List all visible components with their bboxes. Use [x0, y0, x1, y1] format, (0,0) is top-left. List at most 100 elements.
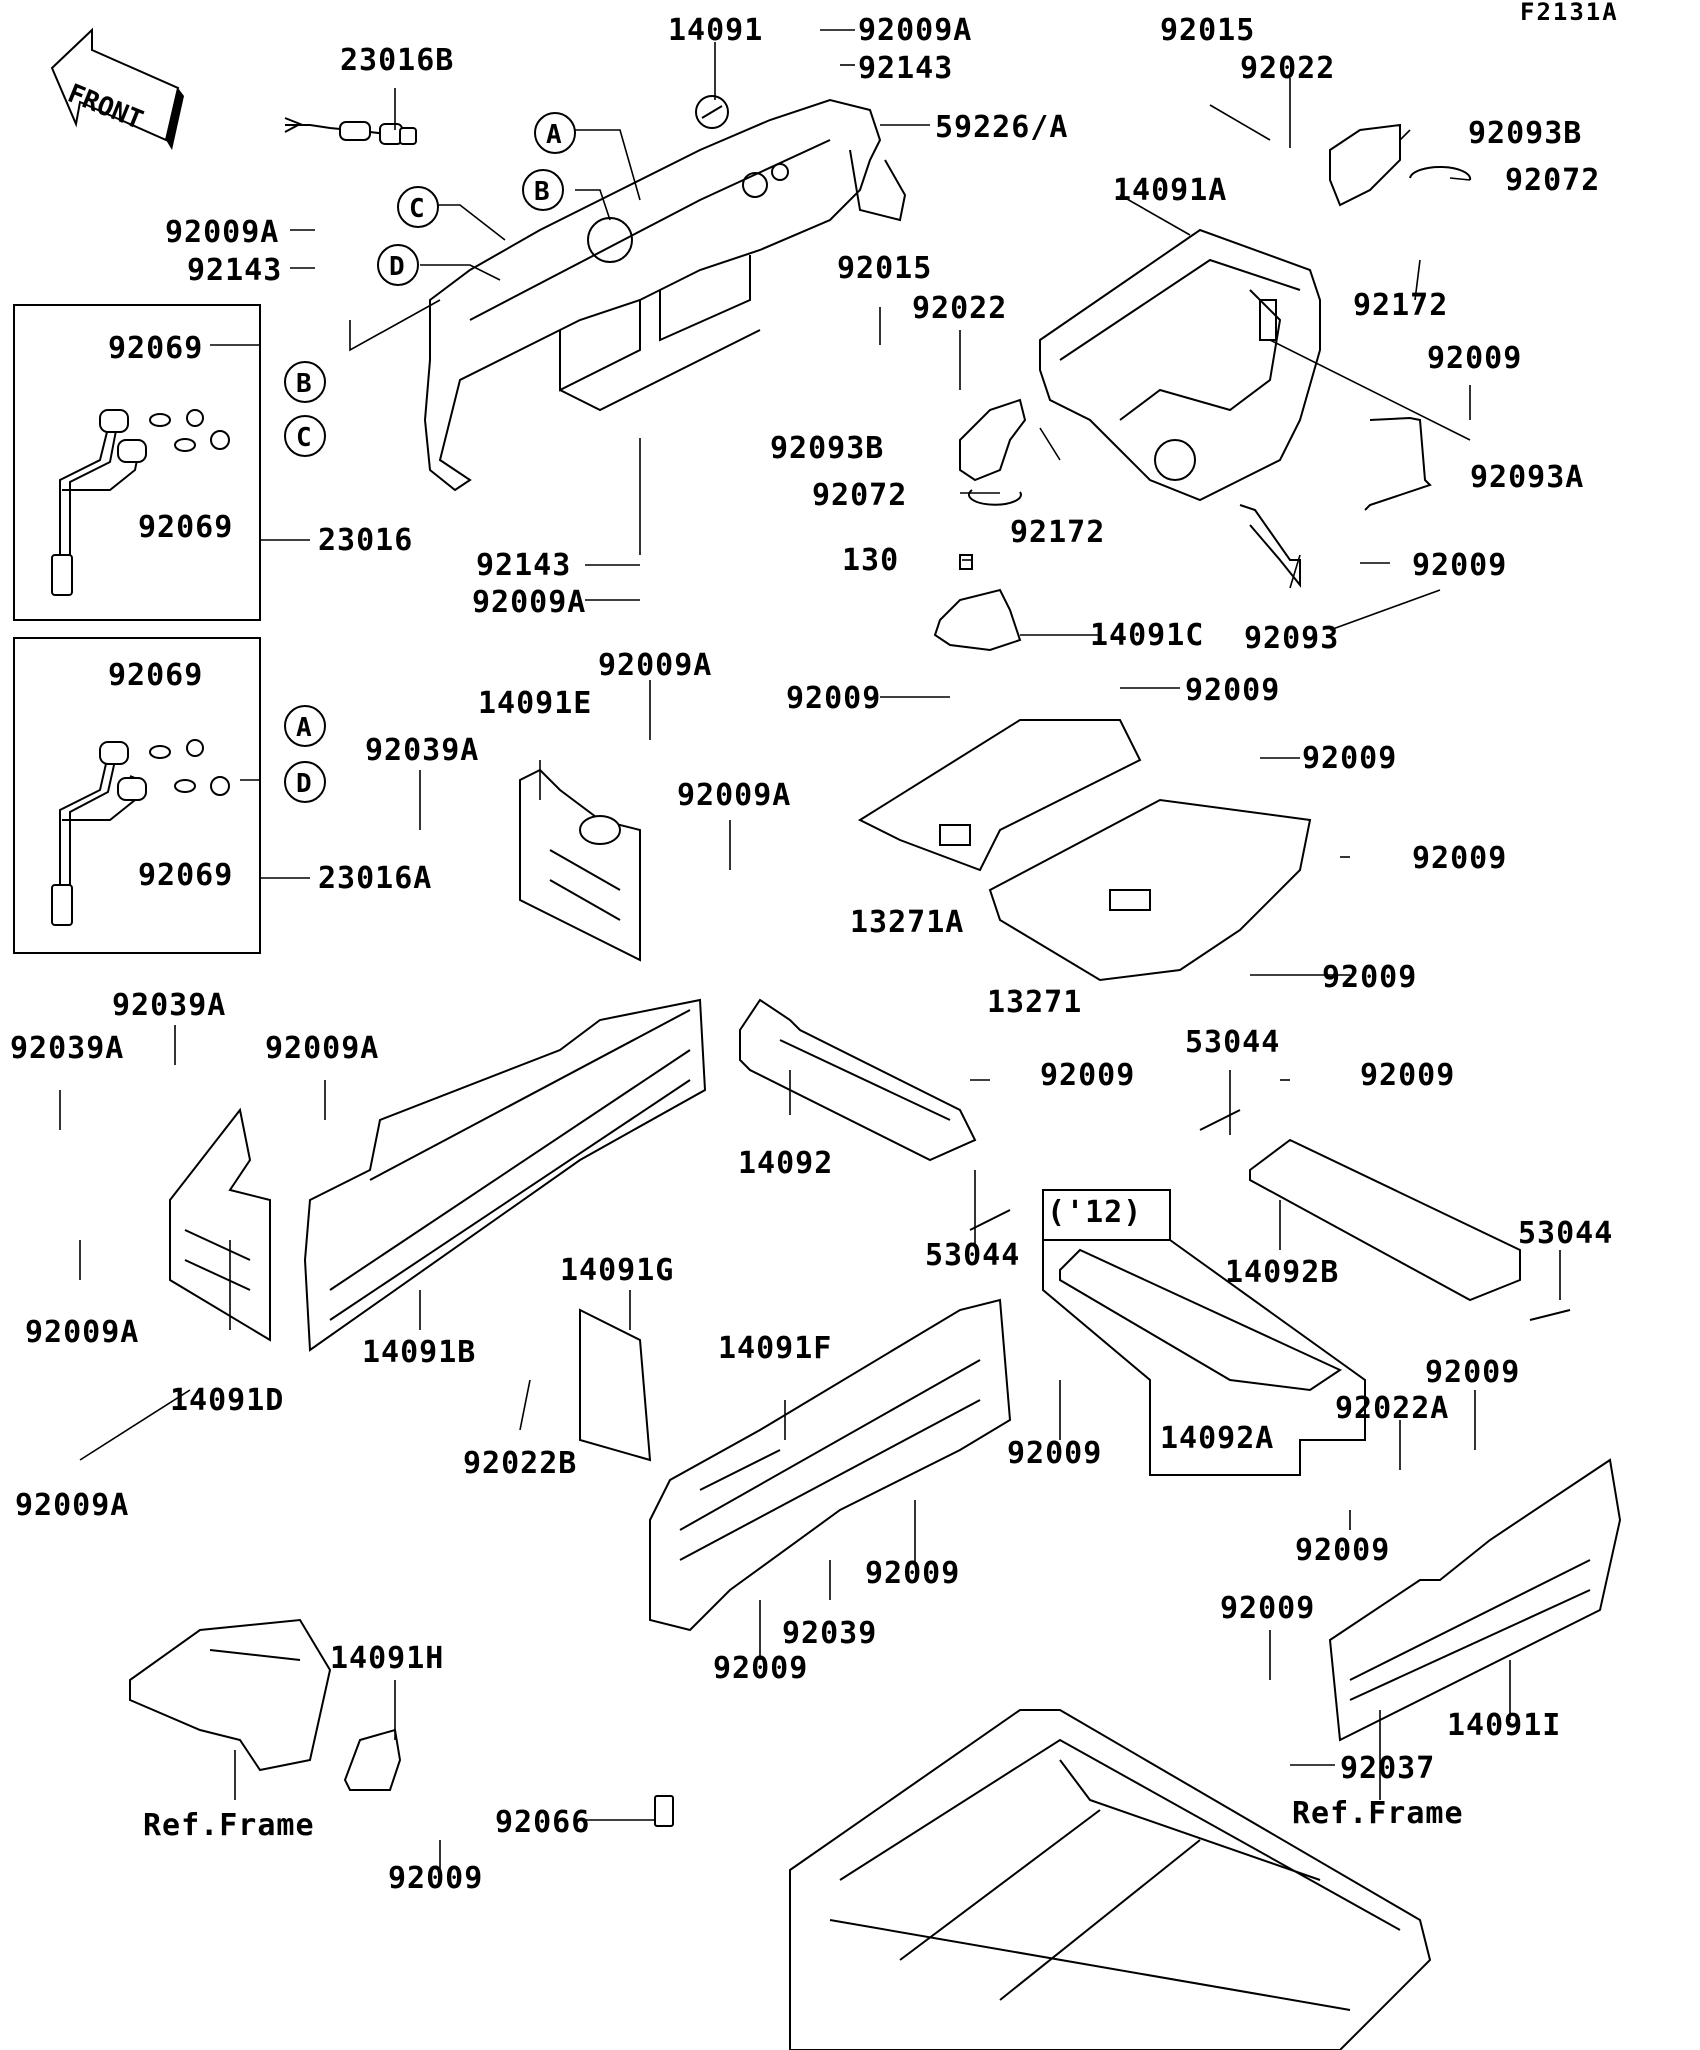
year-note-box [1042, 1189, 1171, 1241]
part-label: 14091D [170, 1383, 284, 1418]
svg-text:C: C [296, 423, 312, 453]
part-label: 92037 [1340, 1751, 1435, 1786]
harness-23016a-box [13, 637, 261, 954]
part-label: 14091A [1113, 173, 1227, 208]
part-label: 92015 [1160, 13, 1255, 48]
part-label: 13271A [850, 905, 964, 940]
svg-text:B: B [296, 369, 312, 399]
svg-text:D: D [296, 769, 312, 799]
part-label: 14091G [560, 1253, 674, 1288]
part-label: 92009 [786, 681, 881, 716]
side-panel-14091f-drawing [649, 1298, 1012, 1632]
part-label: 92143 [187, 253, 282, 288]
svg-text:B: B [534, 177, 550, 207]
part-label: 92009 [1425, 1355, 1520, 1390]
part-label: 92022 [912, 291, 1007, 326]
bracket-14091d-drawing [169, 1107, 271, 1342]
bracket-92093b-mid-drawing [959, 398, 1027, 482]
part-label: 92009 [1322, 960, 1417, 995]
part-label: 53044 [925, 1238, 1020, 1273]
part-label: 92009A [265, 1031, 379, 1066]
front-arrow-icon: FRONT [50, 27, 184, 150]
part-label: 92009 [1220, 1591, 1315, 1626]
svg-text:D: D [389, 252, 405, 282]
part-label: 92069 [108, 331, 203, 366]
stay-92093-drawing [1239, 504, 1301, 588]
part-label: 92022 [1240, 51, 1335, 86]
part-label: 53044 [1518, 1216, 1613, 1251]
part-label: 92093 [1244, 621, 1339, 656]
part-label: 92015 [837, 251, 932, 286]
leader-lines [59, 29, 1561, 1870]
part-label: 92009A [598, 648, 712, 683]
part-label: 23016A [318, 861, 432, 896]
svg-text:A: A [546, 120, 562, 150]
callout-circle-b-2: B [284, 361, 326, 403]
part-label: 92009 [1412, 548, 1507, 583]
part-label: 14091 [668, 13, 763, 48]
part-label: 14091B [362, 1335, 476, 1370]
panel-14091e-drawing [519, 768, 641, 962]
part-label: 23016B [340, 43, 454, 78]
part-label: 92039 [782, 1616, 877, 1651]
plate-14092b-drawing [1249, 1138, 1521, 1302]
channel-14092-drawing [739, 998, 977, 1162]
part-label: 92039A [112, 988, 226, 1023]
tray-14091a-drawing [1039, 228, 1321, 502]
part-label: 92009A [25, 1315, 139, 1350]
callout-circle-d-1: D [377, 244, 419, 286]
callout-circle-c-2: C [284, 415, 326, 457]
part-label: 14091F [718, 1331, 832, 1366]
harness-23016-box [13, 304, 261, 621]
part-label: 92039A [365, 733, 479, 768]
rod-92093a-drawing [1364, 416, 1432, 511]
callout-circle-b-1: B [522, 169, 564, 211]
part-label: 92069 [138, 510, 233, 545]
ref-frame-right: Ref.Frame [1292, 1796, 1464, 1831]
part-label: 92022A [1335, 1391, 1449, 1426]
part-label: 14091I [1447, 1708, 1561, 1743]
grommet-92066-drawing [654, 1795, 674, 1827]
cover-14091c-drawing [933, 554, 1022, 652]
part-label: 92009 [1007, 1436, 1102, 1471]
part-label: 59226/A [935, 110, 1068, 145]
side-panel-14091i-drawing [1328, 1458, 1622, 1742]
ref-frame-left-drawing [129, 1618, 332, 1772]
part-label: 92009 [1360, 1058, 1455, 1093]
part-label: 14091H [330, 1641, 444, 1676]
part-label: 92143 [858, 51, 953, 86]
part-label: 92143 [476, 548, 571, 583]
connector-23016b-drawing [284, 117, 417, 145]
ref-frame-left: Ref.Frame [143, 1808, 315, 1843]
part-label: 92009A [472, 585, 586, 620]
part-label: 92009 [1302, 741, 1397, 776]
part-label: 92009 [1185, 673, 1280, 708]
callout-circle-c-1: C [397, 186, 439, 228]
part-label: 14092 [738, 1146, 833, 1181]
year-group-box [1042, 1239, 1366, 1476]
part-label: 92172 [1353, 288, 1448, 323]
part-label: 92009 [865, 1556, 960, 1591]
part-label: 92172 [1010, 515, 1105, 550]
part-labels: 14091 92009A 92143 23016B 59226/A 92015 … [10, 13, 1613, 1896]
bracket-92093b-upper-drawing [1329, 123, 1401, 207]
part-label: 92039A [10, 1031, 124, 1066]
part-label: 92069 [108, 658, 203, 693]
floor-plate-13271a-drawing [857, 719, 1142, 872]
svg-text:A: A [296, 713, 312, 743]
year-note: ('12) [1047, 1195, 1142, 1230]
part-label: 92009A [858, 13, 972, 48]
ref-frame-right-drawing [789, 1709, 1432, 2050]
part-label: 92009 [1412, 841, 1507, 876]
bracket-14091h-drawing [343, 1728, 402, 1791]
harness-23016a-drawing [51, 739, 230, 926]
part-label: 92072 [1505, 163, 1600, 198]
callout-circle-d-2: D [284, 761, 326, 803]
part-label: 92093B [1468, 116, 1582, 151]
part-label: 14092A [1160, 1421, 1274, 1456]
part-label: 92093A [1470, 460, 1584, 495]
callout-circle-a-2: A [284, 705, 326, 747]
part-label: 13271 [987, 985, 1082, 1020]
dash-panel-drawing [423, 95, 907, 492]
